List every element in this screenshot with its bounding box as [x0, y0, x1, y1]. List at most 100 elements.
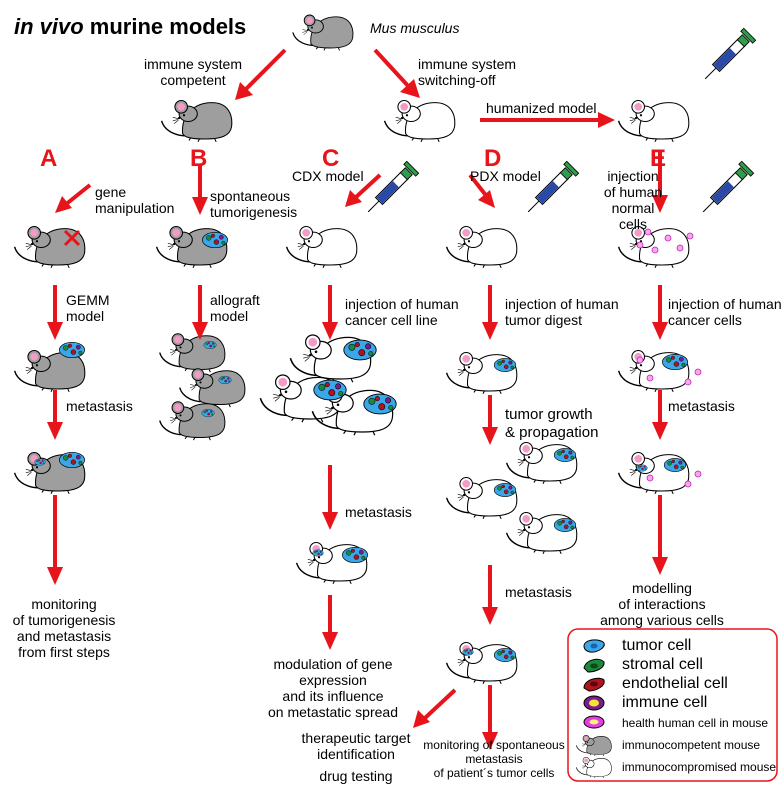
mouse-b-stack-2: [179, 368, 246, 408]
arrow-e-4: [652, 495, 668, 575]
tumor-d-stack-2: [493, 483, 517, 497]
label-allograft-model: allograft model: [210, 292, 260, 324]
mouse-a-1: [13, 225, 86, 269]
legend-label-tumor-cell: tumor cell: [622, 637, 692, 654]
tumor-a-2: [59, 341, 85, 359]
arrow-e-1: [652, 150, 668, 213]
human-cells-e-1: [636, 228, 694, 254]
label-a-metastasis: metastasis: [66, 398, 133, 414]
label-d-tumor-growth: tumor growth & propagation: [505, 406, 599, 441]
tumor-b-stack-2: [218, 375, 232, 385]
tumor-b-stack-3: [201, 408, 215, 418]
label-gene-manipulation: gene manipulation: [95, 184, 175, 216]
arrow-to-switching-off: [373, 48, 420, 98]
tumor-d-stack-3: [553, 518, 577, 532]
arrow-c-3: [322, 465, 338, 530]
label-immune-switching-off: immune system switching-off: [418, 56, 517, 88]
mouse-b-stack-1: [159, 333, 226, 373]
arrow-humanized: [480, 112, 615, 128]
mouse-top-mus-musculus: [292, 14, 354, 52]
mouse-humanized: [617, 99, 690, 143]
arrow-b-1: [192, 165, 208, 215]
label-c-metastasis: metastasis: [345, 504, 412, 520]
mouse-competent: [160, 99, 233, 143]
cross-icon: [63, 229, 81, 247]
arrow-c-1: [345, 173, 382, 207]
arrow-a-3: [47, 390, 63, 440]
figure-title: in vivo murine models: [14, 14, 246, 40]
label-drug-testing: drug testing: [319, 768, 393, 784]
label-gemm-model: GEMM model: [66, 292, 110, 324]
label-e-metastasis: metastasis: [668, 398, 735, 414]
arrow-e-3: [652, 390, 668, 440]
arrow-a-4: [47, 495, 63, 585]
arrow-c-2: [322, 285, 338, 340]
tumor-c-stack-1: [343, 339, 377, 361]
legend-label-endothelial-cell: endothelial cell: [622, 675, 728, 692]
label-a-outcome: monitoring of tumorigenesis and metastas…: [12, 596, 116, 660]
legend-label-human-cell: health human cell in mouse: [622, 716, 769, 730]
label-spontaneous-tumorigenesis: spontaneous tumorigenesis: [210, 188, 298, 220]
tumor-a-3: [59, 451, 85, 469]
mouse-d-1: [445, 225, 518, 269]
mouse-switching-off: [383, 99, 456, 143]
legend-tumor-cell-icon: [583, 639, 605, 653]
label-e-injection-cancer: injection of human cancer cells: [668, 296, 782, 328]
label-e-injection-normal: injection of human normal cells: [603, 168, 663, 232]
tumor-e-3-met: [636, 464, 648, 472]
human-cells-e-2: [636, 356, 702, 386]
arrow-b-2: [192, 285, 208, 340]
column-letter-d: D: [484, 145, 502, 172]
tumor-e-2: [662, 353, 688, 371]
tumor-a-3-met: [34, 458, 46, 466]
legend-label-immunocompromised: immunocompromised mouse: [622, 760, 777, 774]
tumor-d-met: [493, 648, 517, 662]
legend-label-stromal-cell: stromal cell: [622, 656, 703, 673]
tumor-b-stack-1: [203, 340, 217, 350]
tumor-c-met-small: [312, 549, 324, 557]
legend-immune-cell-icon: [583, 695, 605, 711]
label-humanized-model: humanized model: [486, 100, 597, 116]
label-therapeutic-target: therapeutic target identification: [301, 730, 411, 762]
tumor-e-3: [663, 458, 687, 472]
mouse-b-stack-3: [159, 401, 226, 441]
legend-endothelial-cell-icon: [583, 677, 605, 692]
tumor-d-stack-1: [553, 448, 577, 462]
human-cells-e-3: [646, 470, 702, 488]
tumor-c-met: [342, 546, 368, 564]
arrow-e-2: [652, 285, 668, 340]
legend-human-cell-icon: [583, 715, 605, 729]
column-letter-a: A: [40, 145, 58, 172]
legend-box: [567, 628, 778, 782]
tumor-c-stack-2: [313, 379, 347, 401]
arrow-a-1: [55, 183, 92, 213]
arrow-d-therapy: [413, 688, 457, 728]
arrow-a-2: [47, 285, 63, 340]
label-c-outcome: modulation of gene expression and its in…: [268, 656, 398, 720]
label-cdx-model: CDX model: [292, 168, 364, 184]
label-d-metastasis: metastasis: [505, 584, 572, 600]
label-c-injection: injection of human cancer cell line: [345, 296, 459, 328]
tumor-b-1: [202, 231, 228, 249]
label-d-outcome: monitoring of spontaneous metastasis of …: [423, 738, 565, 780]
label-immune-competent: immune system competent: [143, 56, 243, 88]
legend-label-immunocompetent: immunocompetent mouse: [622, 738, 761, 752]
arrow-d-4: [482, 565, 498, 625]
label-d-injection: injection of human tumor digest: [505, 296, 619, 328]
mouse-c-1: [285, 225, 358, 269]
label-pdx-model: PDX model: [470, 168, 541, 184]
tumor-d-met-small: [462, 648, 474, 656]
arrow-d-5: [482, 685, 498, 750]
syringe-humanized: [698, 27, 757, 86]
arrow-d-3: [482, 395, 498, 445]
legend-stromal-cell-icon: [583, 658, 605, 673]
species-label: Mus musculus: [370, 20, 460, 36]
tumor-d-2: [493, 358, 517, 372]
column-letter-b: B: [190, 145, 208, 172]
syringe-c: [361, 160, 420, 219]
arrow-d-2: [482, 285, 498, 340]
column-letter-e: E: [650, 145, 667, 172]
legend-label-immune-cell: immune cell: [622, 694, 708, 711]
syringe-e: [696, 160, 755, 219]
